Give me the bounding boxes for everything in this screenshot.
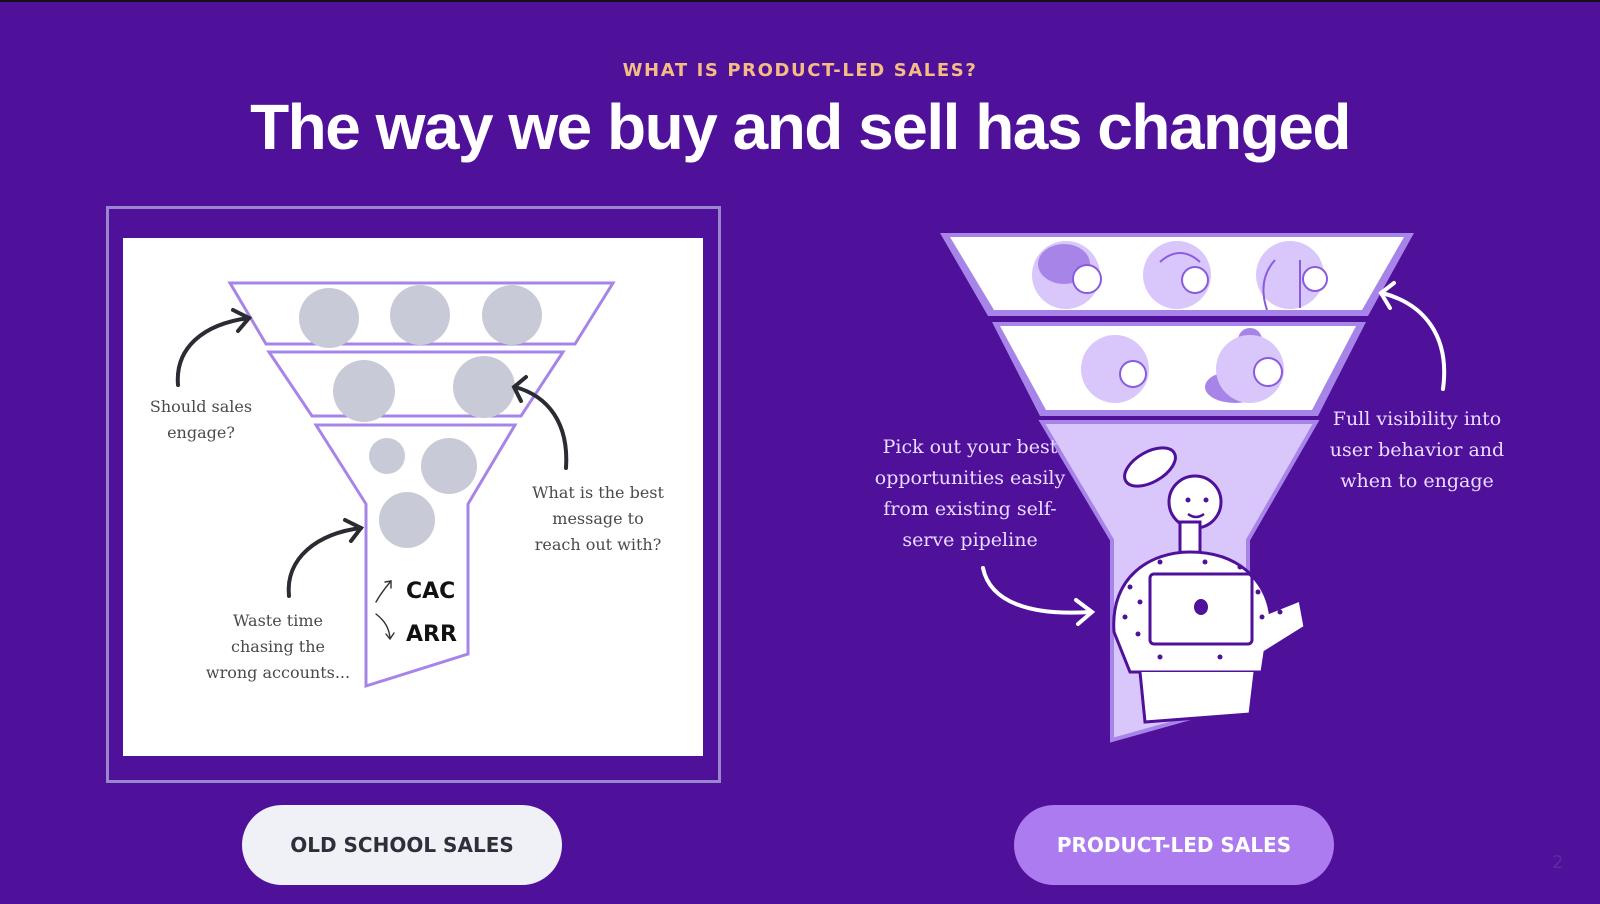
page-number: 2 <box>1552 852 1564 873</box>
laptop-logo-icon <box>1194 599 1208 615</box>
arrow-right-icon <box>513 385 569 470</box>
metric-arr: ARR <box>406 622 457 647</box>
arrow-to-top-tier-icon <box>1380 291 1447 391</box>
arrow-to-person-icon <box>981 566 1092 615</box>
note-full-visibility: Full visibility into user behavior and w… <box>1329 408 1505 492</box>
product-led-sales-button[interactable]: PRODUCT-LED SALES <box>1014 805 1334 885</box>
old-school-funnel-illustration <box>175 281 616 689</box>
note-pick-out-opportunities: Pick out your best opportunities easily … <box>874 436 1066 551</box>
funnel-tier-2 <box>266 350 566 418</box>
note-waste-time: Waste time chasing the wrong accounts... <box>205 611 351 682</box>
old-school-sales-button[interactable]: OLD SCHOOL SALES <box>242 805 562 885</box>
note-best-message: What is the best message to reach out wi… <box>532 483 664 554</box>
old-school-diagram: Should sales engage? What is the best me… <box>123 238 703 756</box>
page-title: The way we buy and sell has changed <box>250 91 1351 163</box>
metric-cac: CAC <box>406 579 456 604</box>
note-should-sales-engage: Should sales engage? <box>149 397 253 442</box>
arrow-top-left-icon <box>175 316 251 387</box>
funnel-tier-3 <box>313 423 518 689</box>
arrow-bottom-left-icon <box>286 526 363 598</box>
plg-funnel-tier-2 <box>1000 326 1356 410</box>
trend-up-icon <box>375 580 392 603</box>
old-school-frame <box>106 206 721 783</box>
avatar-long-hair <box>1256 241 1324 309</box>
trend-down-icon <box>375 613 391 639</box>
eyebrow-heading: WHAT IS PRODUCT-LED SALES? <box>622 60 978 81</box>
funnel-tier-1 <box>227 281 616 346</box>
